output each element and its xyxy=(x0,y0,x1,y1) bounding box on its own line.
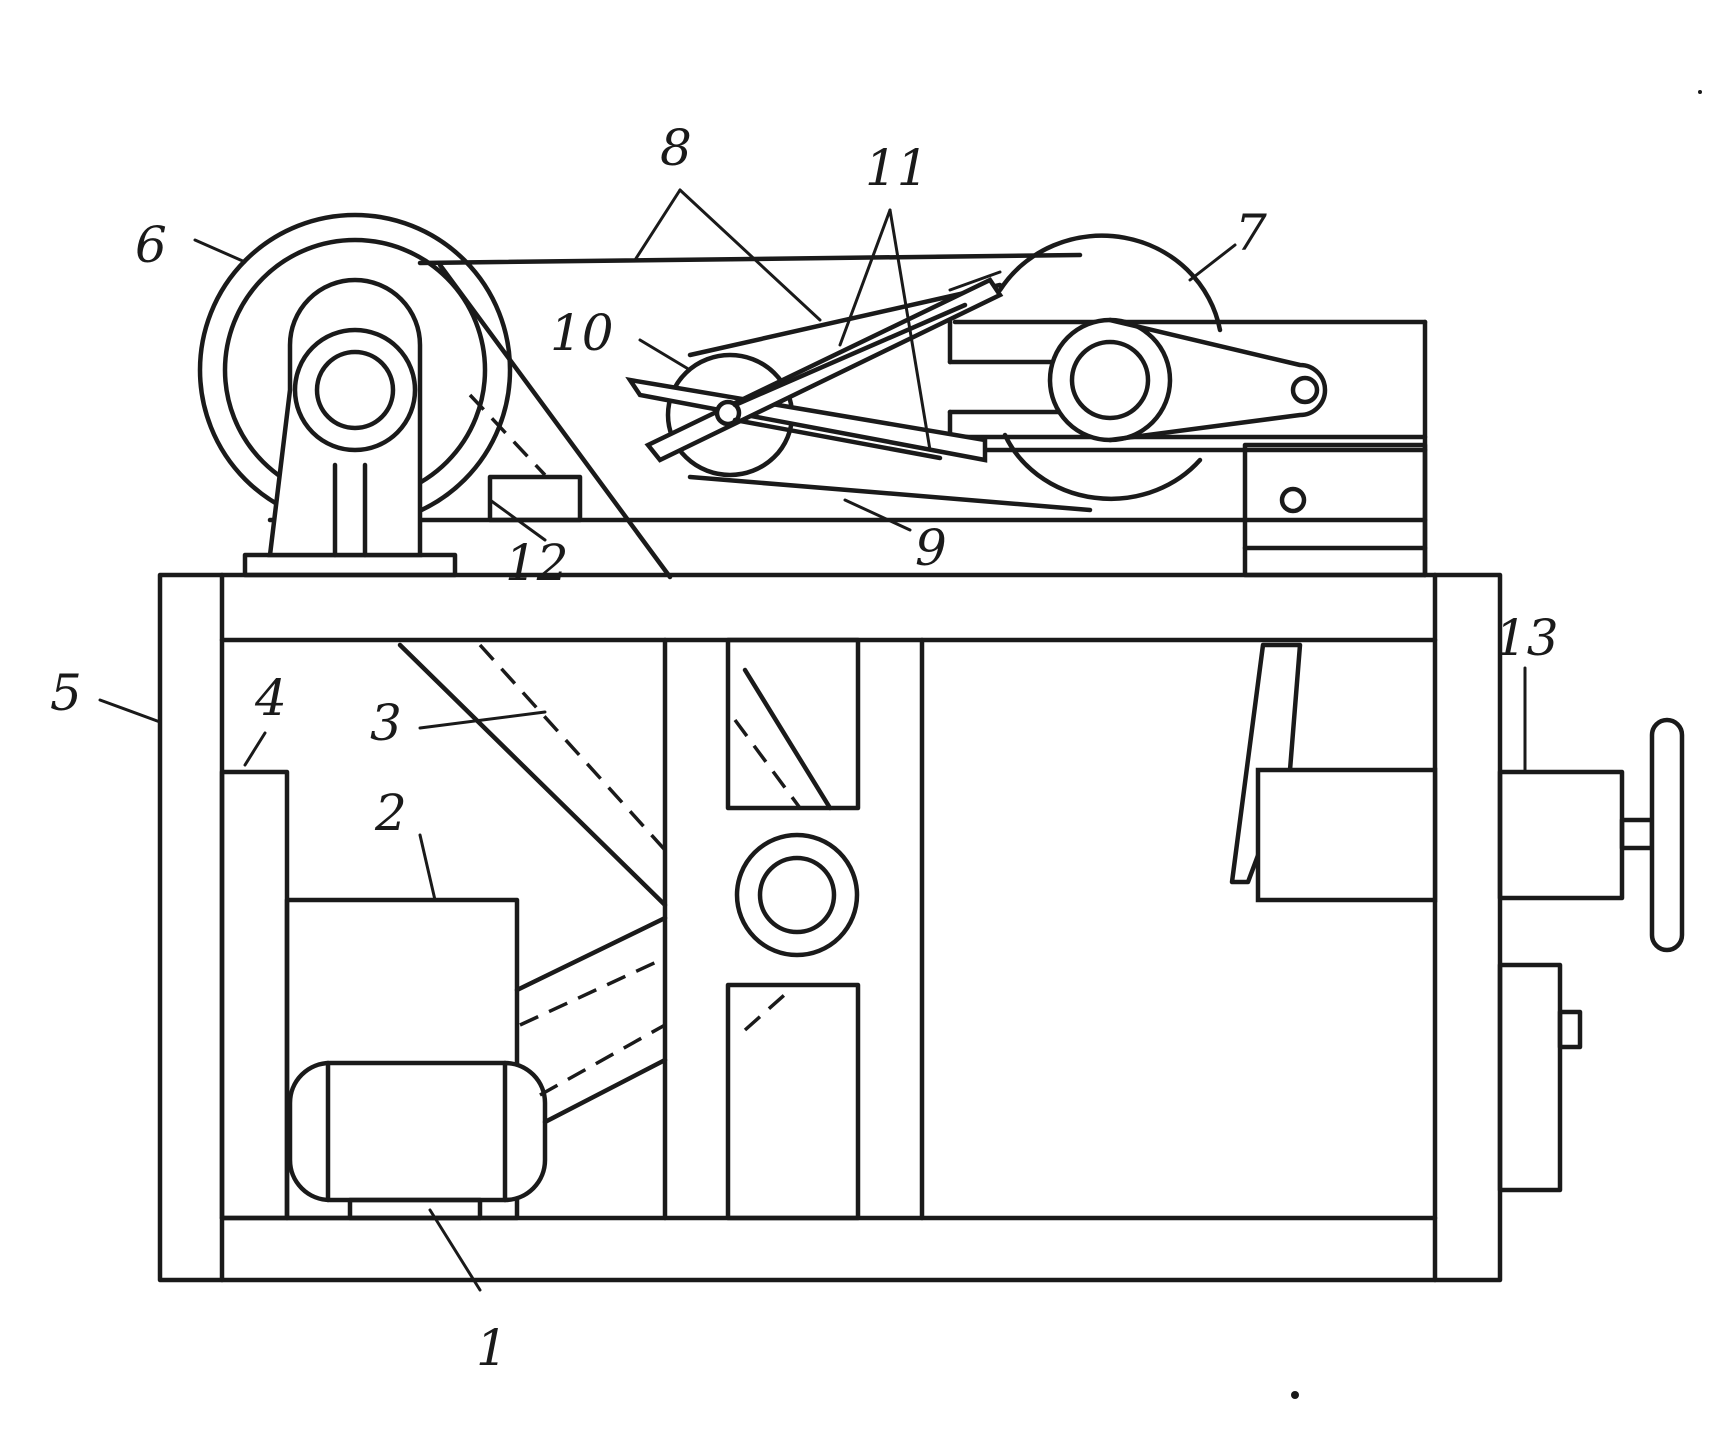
levers-11 xyxy=(625,277,1004,463)
label-6: 6 xyxy=(135,216,167,274)
print-specks xyxy=(1291,90,1702,1399)
label-2: 2 xyxy=(374,784,407,842)
label-3: 3 xyxy=(370,694,402,752)
label-7: 7 xyxy=(1235,204,1267,262)
diagonal-belt xyxy=(397,642,668,908)
central-column xyxy=(662,637,925,1221)
handwheel-assembly xyxy=(1497,717,1685,1193)
label-13: 13 xyxy=(1495,609,1559,667)
left-plate xyxy=(219,769,290,1221)
motor xyxy=(287,1060,548,1221)
belt-8 xyxy=(417,252,1083,580)
pulley-10 xyxy=(665,270,1093,513)
right-bracket xyxy=(1229,642,1438,903)
label-9: 9 xyxy=(915,519,947,577)
leader-lines xyxy=(98,188,1527,1292)
label-12: 12 xyxy=(505,534,569,592)
label-4: 4 xyxy=(254,669,287,727)
pulley-6 xyxy=(197,212,513,558)
lower-belt xyxy=(514,915,668,1125)
label-5: 5 xyxy=(50,664,82,722)
label-8: 8 xyxy=(660,119,692,177)
label-10: 10 xyxy=(550,304,614,362)
label-11: 11 xyxy=(865,139,929,197)
label-1: 1 xyxy=(476,1319,508,1377)
pulley-7 xyxy=(947,233,1428,501)
